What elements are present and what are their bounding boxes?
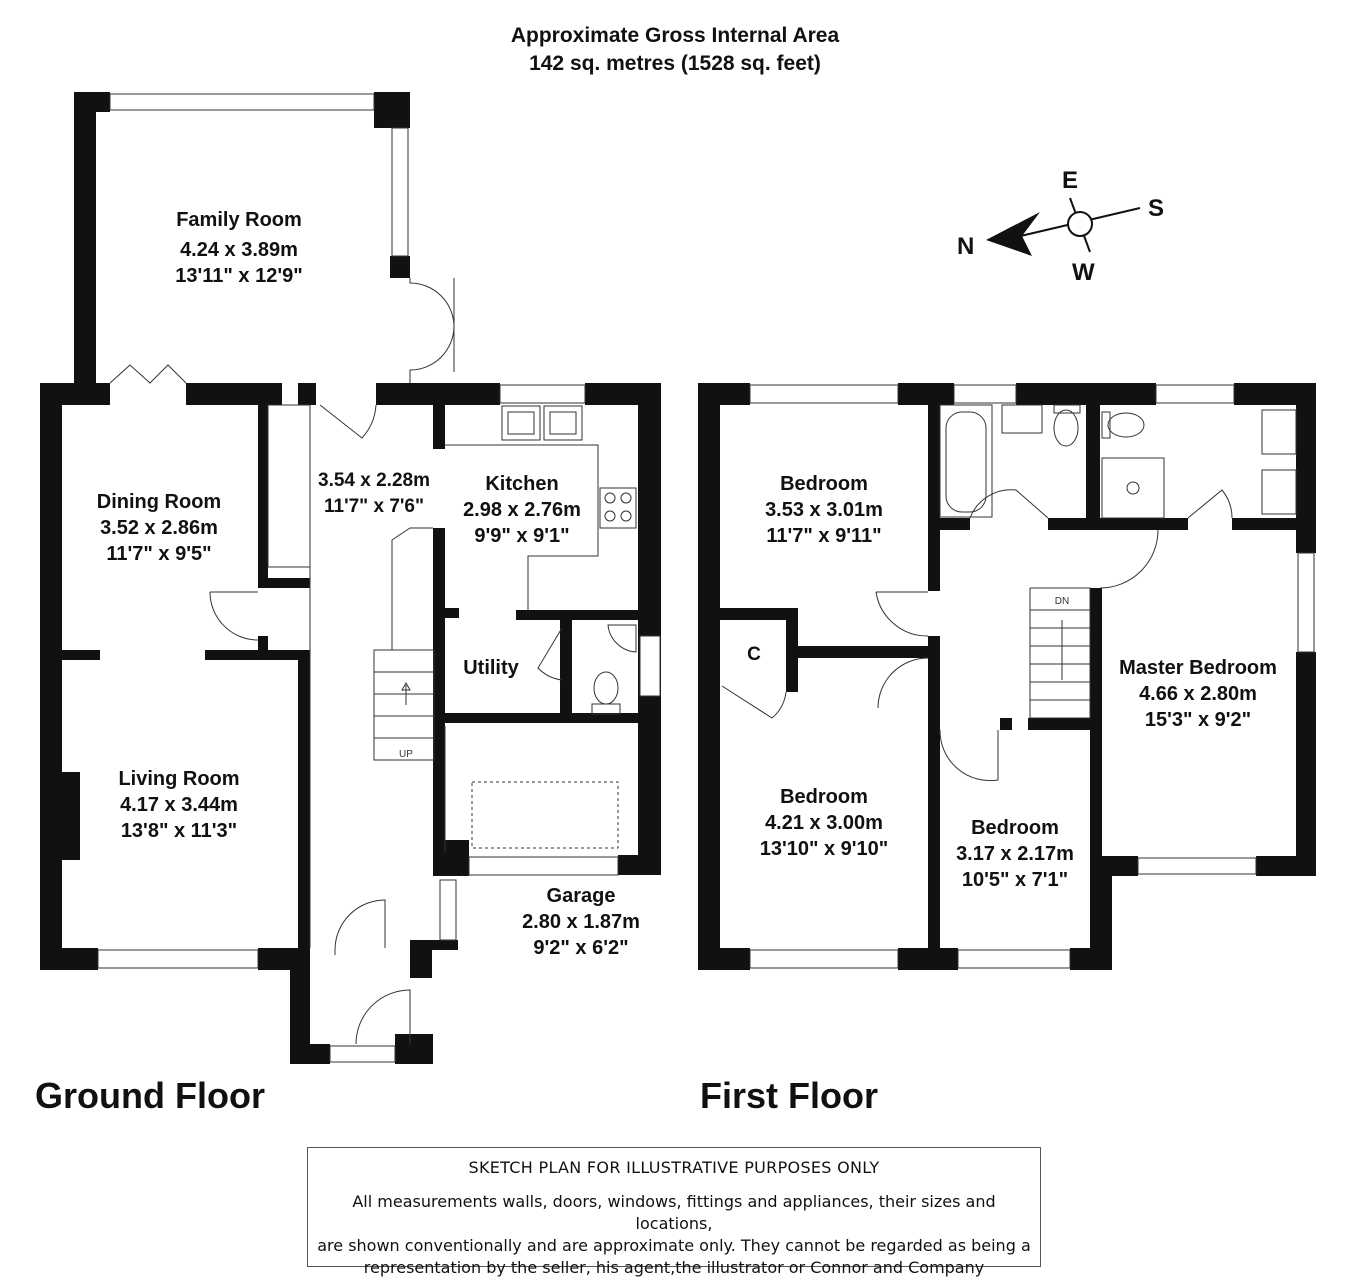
family-room-name: Family Room <box>176 209 302 231</box>
compass-west: W <box>1072 259 1095 286</box>
family-room-metric: 4.24 x 3.89m <box>180 239 298 261</box>
ground-floor-windows <box>97 93 661 1063</box>
north-arrow-icon <box>986 212 1040 256</box>
first-floor-fittings <box>721 404 1297 782</box>
ground-floor-title: Ground Floor <box>35 1075 265 1116</box>
bedroom-3-name: Bedroom <box>971 817 1059 839</box>
bedroom-3-imperial: 10'5" x 7'1" <box>962 869 1068 891</box>
area-header: Approximate Gross Internal Area 142 sq. … <box>0 22 1350 78</box>
first-floor-labels: Bedroom 3.53 x 3.01m 11'7" x 9'11" Bedro… <box>747 473 1277 891</box>
cupboard-label: C <box>747 644 761 665</box>
ground-floor-fittings <box>109 278 637 1045</box>
first-floor-walls <box>698 383 1316 970</box>
first-floor-windows <box>749 384 1315 969</box>
bedroom-2-name: Bedroom <box>780 786 868 808</box>
master-bedroom-name: Master Bedroom <box>1119 657 1277 679</box>
area-header-title: Approximate Gross Internal Area <box>510 24 840 47</box>
master-bedroom-imperial: 15'3" x 9'2" <box>1145 709 1251 731</box>
stairs-up-label: UP <box>399 749 413 760</box>
compass-south: S <box>1148 195 1164 222</box>
ground-floor-labels: Family Room 4.24 x 3.89m 13'11" x 12'9" … <box>97 209 640 959</box>
ground-floor-walls <box>40 92 661 1064</box>
first-floor-title: First Floor <box>700 1075 878 1116</box>
garage-name: Garage <box>547 885 616 907</box>
bedroom-2-imperial: 13'10" x 9'10" <box>760 838 889 860</box>
dining-room-name: Dining Room <box>97 491 221 513</box>
garage-imperial: 9'2" x 6'2" <box>533 937 628 959</box>
compass: N E S W <box>957 167 1164 286</box>
compass-east: E <box>1062 167 1078 194</box>
living-room-imperial: 13'8" x 11'3" <box>121 820 237 842</box>
disclaimer-box: SKETCH PLAN FOR ILLUSTRATIVE PURPOSES ON… <box>307 1147 1041 1277</box>
garage-metric: 2.80 x 1.87m <box>522 911 640 933</box>
disclaimer-title: SKETCH PLAN FOR ILLUSTRATIVE PURPOSES ON… <box>468 1158 880 1177</box>
family-room-imperial: 13'11" x 12'9" <box>175 265 302 287</box>
area-header-size: 142 sq. metres (1528 sq. feet) <box>529 52 821 75</box>
living-room-metric: 4.17 x 3.44m <box>120 794 238 816</box>
stairs-down-label: DN <box>1055 596 1069 607</box>
kitchen-name: Kitchen <box>485 473 558 495</box>
master-bedroom-metric: 4.66 x 2.80m <box>1139 683 1257 705</box>
disclaimer-line-3: representation by the seller, his agent,… <box>363 1258 985 1277</box>
disclaimer-line-2: are shown conventionally and are approxi… <box>317 1236 1031 1255</box>
hall-metric: 3.54 x 2.28m <box>318 470 430 491</box>
bedroom-1-name: Bedroom <box>780 473 868 495</box>
bedroom-1-imperial: 11'7" x 9'11" <box>766 525 881 547</box>
disclaimer-body: All measurements walls, doors, windows, … <box>308 1191 1040 1279</box>
bedroom-2-metric: 4.21 x 3.00m <box>765 812 883 834</box>
bedroom-1-metric: 3.53 x 3.01m <box>765 499 883 521</box>
living-room-name: Living Room <box>118 768 239 790</box>
kitchen-metric: 2.98 x 2.76m <box>463 499 581 521</box>
dining-room-metric: 3.52 x 2.86m <box>100 517 218 539</box>
dining-room-imperial: 11'7" x 9'5" <box>106 543 211 565</box>
bedroom-3-metric: 3.17 x 2.17m <box>956 843 1074 865</box>
compass-north: N <box>957 233 974 260</box>
kitchen-imperial: 9'9" x 9'1" <box>474 525 569 547</box>
hall-imperial: 11'7" x 7'6" <box>324 496 424 517</box>
utility-name: Utility <box>463 657 519 679</box>
disclaimer-line-1: All measurements walls, doors, windows, … <box>352 1192 996 1233</box>
